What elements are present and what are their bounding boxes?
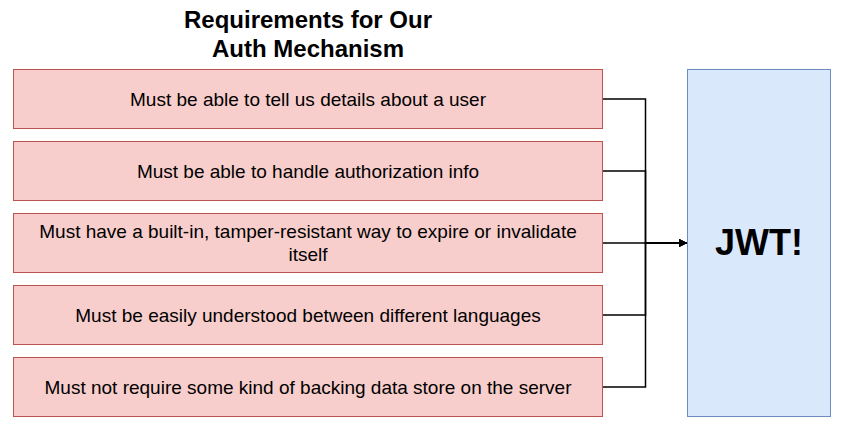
box-label: Must be able to handle authorization inf… bbox=[131, 156, 485, 187]
box-label: Must not require some kind of backing da… bbox=[39, 372, 578, 403]
requirement-box: Must be able to handle authorization inf… bbox=[13, 141, 603, 201]
requirement-box: Must be easily understood between differ… bbox=[13, 285, 603, 345]
diagram-title: Requirements for Our Auth Mechanism bbox=[160, 5, 456, 63]
requirement-box: Must have a built-in, tamper-resistant w… bbox=[13, 213, 603, 273]
box-label: Must be easily understood between differ… bbox=[69, 300, 546, 331]
connector-arrow bbox=[603, 171, 687, 243]
result-box: JWT! bbox=[687, 69, 831, 417]
connector-arrow bbox=[603, 243, 687, 387]
requirement-box: Must be able to tell us details about a … bbox=[13, 69, 603, 129]
box-label: Must be able to tell us details about a … bbox=[124, 84, 492, 115]
box-label: Must have a built-in, tamper-resistant w… bbox=[14, 216, 602, 270]
box-label: JWT! bbox=[711, 218, 807, 268]
requirement-box: Must not require some kind of backing da… bbox=[13, 357, 603, 417]
connector-arrow bbox=[603, 99, 687, 243]
